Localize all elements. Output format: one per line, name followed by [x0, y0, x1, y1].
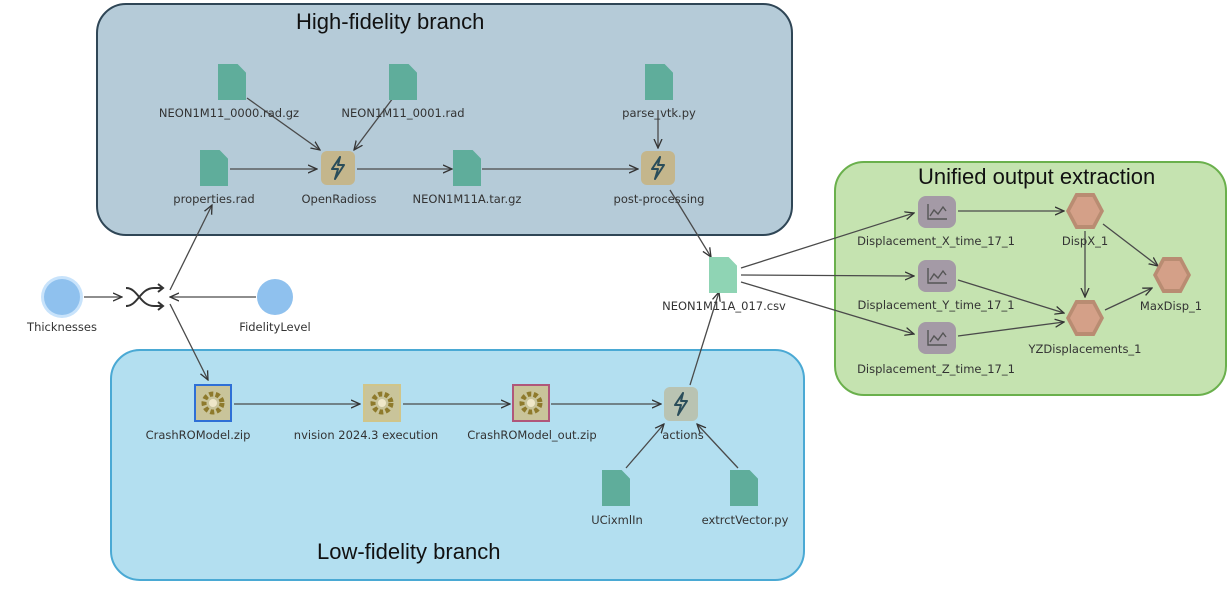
dispx-hexagon-icon[interactable]	[1066, 193, 1104, 229]
high-fidelity-title: High-fidelity branch	[296, 9, 485, 34]
unified-output-title: Unified output extraction	[918, 164, 1156, 189]
file-rad-gz-icon[interactable]	[218, 64, 246, 100]
crashrom-out-gear-icon[interactable]	[512, 384, 550, 422]
label-max-disp: MaxDisp_1	[1139, 299, 1203, 313]
disp-y-plot-chart-icon[interactable]	[918, 260, 956, 292]
label-dispx: DispX_1	[1061, 234, 1109, 248]
edge-actions-csv	[689, 292, 719, 386]
edge-postprocessing-csv	[669, 189, 711, 257]
label-openradioss: OpenRadioss	[301, 192, 377, 206]
label-csv: NEON1M11A_017.csv	[662, 299, 786, 313]
low-fidelity-title: Low-fidelity branch	[317, 539, 501, 564]
label-yz-displacements: YZDisplacements_1	[1028, 342, 1142, 356]
edge-csv-dispx	[740, 213, 914, 269]
label-crashrom-zip: CrashROModel.zip	[145, 428, 251, 442]
edge-radgz-openradioss	[246, 97, 320, 150]
edge-switch-crashrom	[169, 303, 208, 380]
label-ucixmlin: UCixmlIn	[591, 513, 643, 527]
nvision-gear-icon[interactable]	[363, 384, 401, 422]
file-csv-icon[interactable]	[709, 257, 737, 293]
label-nvision: nvision 2024.3 execution	[293, 428, 439, 442]
disp-x-plot-chart-icon[interactable]	[918, 196, 956, 228]
file-ucixmlin-icon[interactable]	[602, 470, 630, 506]
label-properties: properties.rad	[173, 192, 255, 206]
label-rad-gz: NEON1M11_0000.rad.gz	[158, 106, 300, 120]
label-disp-z: Displacement_Z_time_17_1	[857, 362, 1015, 376]
edge-rad0001-openradioss	[354, 97, 394, 150]
edge-dispx-maxdisp	[1102, 223, 1158, 266]
file-properties-icon[interactable]	[200, 150, 228, 186]
label-tar-gz: NEON1M11A.tar.gz	[412, 192, 522, 206]
max-disp-hexagon-icon[interactable]	[1153, 257, 1191, 293]
edge-switch-properties	[169, 205, 212, 291]
openradioss-lightning-icon[interactable]	[321, 151, 355, 185]
label-disp-y: Displacement_Y_time_17_1	[857, 298, 1015, 312]
label-disp-x: Displacement_X_time_17_1	[857, 234, 1015, 248]
label-parse-vtk: parse_vtk.py	[622, 106, 696, 120]
fidelity-level-input-icon[interactable]	[257, 279, 293, 315]
file-rad-0001-icon[interactable]	[389, 64, 417, 100]
label-fidelity-level: FidelityLevel	[239, 320, 311, 334]
edge-yz-maxdisp	[1104, 288, 1152, 311]
label-post-processing: post-processing	[613, 192, 705, 206]
label-thicknesses: Thicknesses	[27, 320, 97, 334]
crashrom-model-gear-icon[interactable]	[194, 384, 232, 422]
edge-extrctvector-actions	[697, 424, 739, 469]
file-extract-vector-icon[interactable]	[730, 470, 758, 506]
edge-csv-dispy	[740, 275, 914, 276]
edge-dispytime-yz	[957, 279, 1064, 313]
edge-dispztime-yz	[957, 322, 1064, 337]
actions-lightning-icon[interactable]	[664, 387, 698, 421]
file-tar-gz-icon[interactable]	[453, 150, 481, 186]
file-parse-vtk-icon[interactable]	[645, 64, 673, 100]
label-extract-vector: extrctVector.py	[701, 513, 789, 527]
switch-icon[interactable]	[124, 282, 168, 316]
high-fidelity-panel	[96, 3, 793, 236]
edge-ucixmlin-actions	[625, 424, 664, 469]
yz-displacements-hexagon-icon[interactable]	[1066, 300, 1104, 336]
label-rad-0001: NEON1M11_0001.rad	[341, 106, 465, 120]
thicknesses-input-icon[interactable]	[44, 279, 80, 315]
label-crashrom-out: CrashROModel_out.zip	[467, 428, 597, 442]
label-actions: actions	[662, 428, 704, 442]
disp-z-plot-chart-icon[interactable]	[918, 322, 956, 354]
post-processing-lightning-icon[interactable]	[641, 151, 675, 185]
edge-csv-dispz	[740, 281, 914, 334]
